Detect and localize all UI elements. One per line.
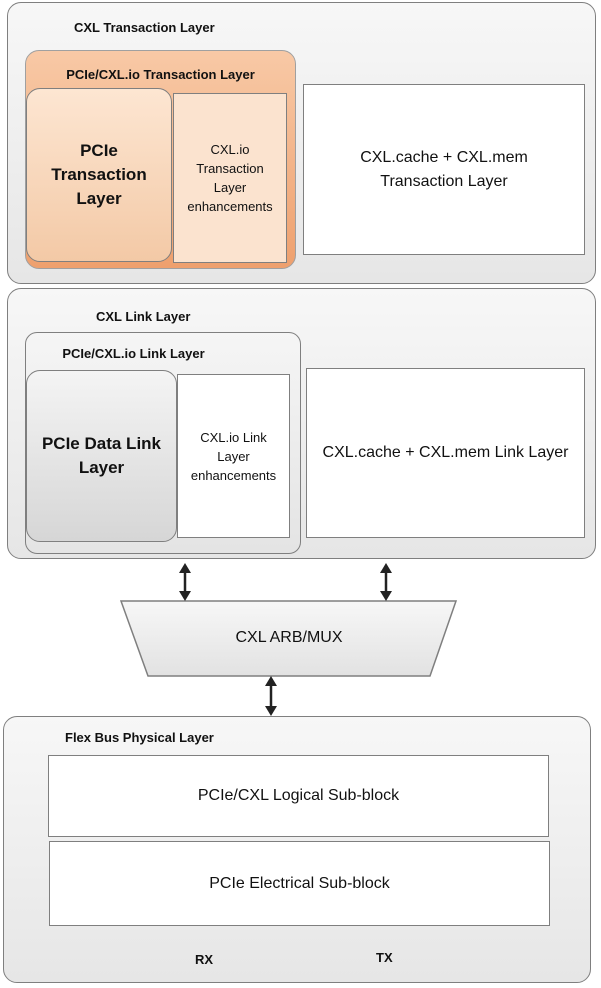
logical-sub-block: PCIe/CXL Logical Sub-block [48,755,549,837]
arb-mux-trapezoid [119,600,458,677]
pcie-transaction-layer-block: PCIe Transaction Layer [26,88,172,262]
cache-mem-transaction-label: CXL.cache + CXL.mem Transaction Layer [360,148,528,190]
pcie-cxlio-transaction-title: PCIe/CXL.io Transaction Layer [66,67,255,82]
physical-layer-title: Flex Bus Physical Layer [65,730,214,745]
arrow-transaction-link-left [179,563,191,601]
arb-mux-label: CXL ARB/MUX [235,629,343,646]
electrical-sub-block-label: PCIe Electrical Sub-block [209,874,390,892]
logical-sub-block-label: PCIe/CXL Logical Sub-block [197,787,400,804]
rx-label: RX [195,952,214,967]
cxlio-link-enhancements-block: CXL.io Link Layer enhancements [177,374,290,538]
cache-mem-transaction-block: CXL.cache + CXL.mem Transaction Layer [303,84,585,255]
electrical-sub-block: PCIe Electrical Sub-block [49,841,550,926]
cxlio-transaction-enhancements-block: CXL.io Transaction Layer enhancements [173,93,287,263]
cxlio-link-enhancements-label: CXL.io Link Layer enhancements [190,429,277,483]
arrow-arbmux-physical [265,676,277,716]
link-layer-title: CXL Link Layer [96,309,191,324]
pcie-data-link-layer-label: PCIe Data Link Layer [41,434,162,477]
arrow-transaction-link-right [380,563,392,601]
pcie-data-link-layer-block: PCIe Data Link Layer [26,370,177,542]
cache-mem-link-block: CXL.cache + CXL.mem Link Layer [306,368,585,538]
arb-mux-label-box: CXL ARB/MUX [148,620,430,656]
cache-mem-link-label: CXL.cache + CXL.mem Link Layer [322,444,569,461]
tx-label: TX [376,950,393,965]
transaction-layer-title: CXL Transaction Layer [74,20,215,35]
pcie-cxlio-link-title: PCIe/CXL.io Link Layer [62,346,205,361]
pcie-transaction-layer-label: PCIe Transaction Layer [51,141,147,208]
cxlio-transaction-enhancements-label: CXL.io Transaction Layer enhancements [187,142,273,214]
